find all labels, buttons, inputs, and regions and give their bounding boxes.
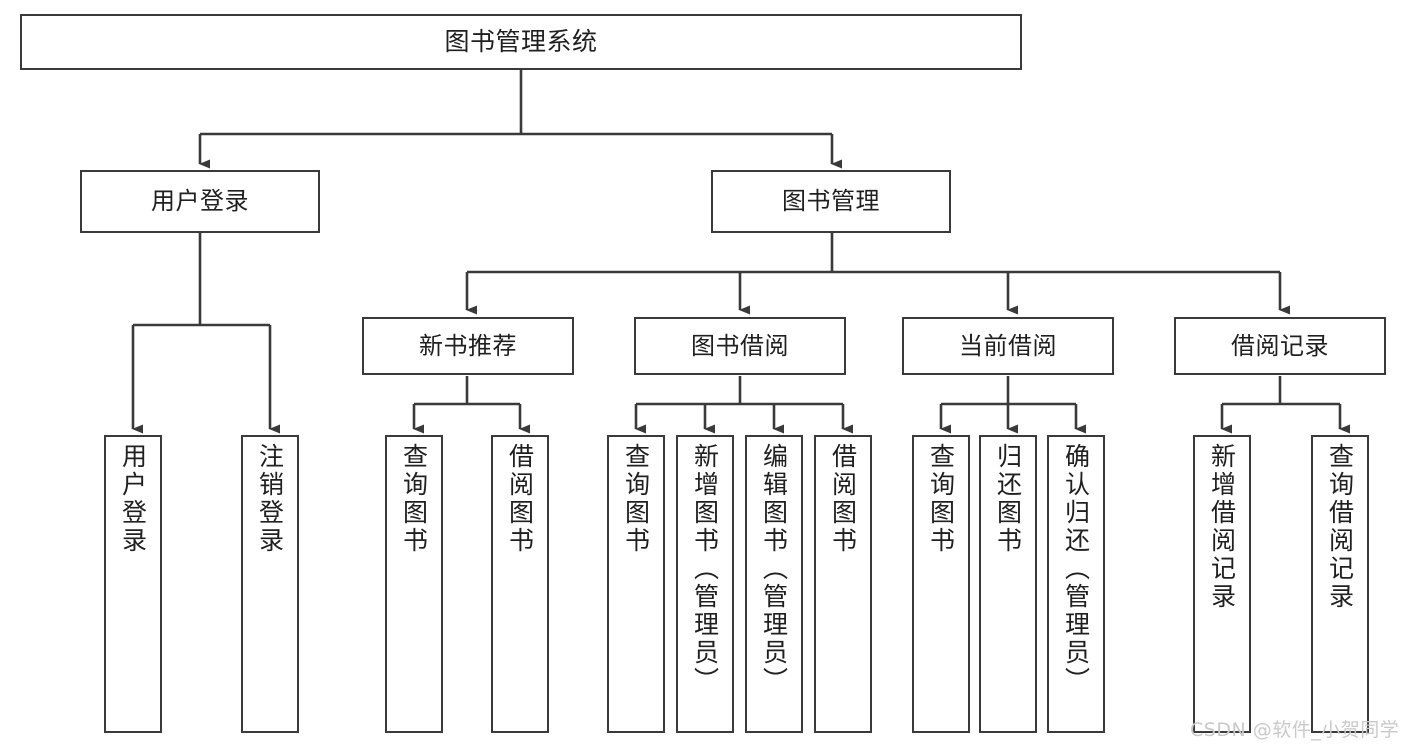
leaf-borrow-book-1[interactable]: 借阅图书 <box>491 435 549 733</box>
leaf-borrow-book-1-label: 借阅图书 <box>505 443 535 555</box>
node-current-borrow-label: 当前借阅 <box>959 331 1057 360</box>
node-current-borrow[interactable]: 当前借阅 <box>902 317 1114 375</box>
leaf-query-borrow-record-label: 查询借阅记录 <box>1325 443 1355 611</box>
node-book-management[interactable]: 图书管理 <box>711 170 951 233</box>
leaf-return-book-label: 归还图书 <box>993 443 1023 555</box>
leaf-confirm-return-admin-label: 确认归还（管理员） <box>1061 443 1091 695</box>
node-book-borrow-label: 图书借阅 <box>691 331 789 360</box>
leaf-edit-book-admin-label: 编辑图书（管理员） <box>759 443 789 695</box>
leaf-logout[interactable]: 注销登录 <box>241 435 299 733</box>
leaf-borrow-book-2-label: 借阅图书 <box>828 443 858 555</box>
leaf-borrow-book-2[interactable]: 借阅图书 <box>814 435 872 733</box>
csdn-watermark: CSDN @软件_小贺同学 <box>1190 719 1400 741</box>
leaf-return-book[interactable]: 归还图书 <box>979 435 1037 733</box>
leaf-confirm-return-admin[interactable]: 确认归还（管理员） <box>1047 435 1105 733</box>
leaf-query-book-1[interactable]: 查询图书 <box>385 435 443 733</box>
leaf-query-book-1-label: 查询图书 <box>399 443 429 555</box>
node-book-borrow[interactable]: 图书借阅 <box>634 317 846 375</box>
leaf-logout-label: 注销登录 <box>255 443 285 555</box>
leaf-add-borrow-record-label: 新增借阅记录 <box>1207 443 1237 611</box>
leaf-query-book-3[interactable]: 查询图书 <box>912 435 970 733</box>
leaf-user-login[interactable]: 用户登录 <box>104 435 162 733</box>
leaf-add-borrow-record[interactable]: 新增借阅记录 <box>1193 435 1251 733</box>
node-user-login-label: 用户登录 <box>151 187 249 216</box>
node-borrow-record-label: 借阅记录 <box>1231 331 1329 360</box>
node-new-book-recommend[interactable]: 新书推荐 <box>362 317 574 375</box>
leaf-query-book-2[interactable]: 查询图书 <box>607 435 665 733</box>
node-new-book-recommend-label: 新书推荐 <box>419 331 517 360</box>
leaf-add-book-admin-label: 新增图书（管理员） <box>690 443 720 695</box>
node-book-management-label: 图书管理 <box>782 187 880 216</box>
leaf-query-book-2-label: 查询图书 <box>621 443 651 555</box>
leaf-query-book-3-label: 查询图书 <box>926 443 956 555</box>
leaf-query-borrow-record[interactable]: 查询借阅记录 <box>1311 435 1369 733</box>
leaf-user-login-label: 用户登录 <box>118 443 148 555</box>
node-root-system-label: 图书管理系统 <box>444 27 598 57</box>
node-user-login[interactable]: 用户登录 <box>80 170 320 233</box>
node-root-system[interactable]: 图书管理系统 <box>20 14 1022 70</box>
leaf-add-book-admin[interactable]: 新增图书（管理员） <box>676 435 734 733</box>
leaf-edit-book-admin[interactable]: 编辑图书（管理员） <box>745 435 803 733</box>
node-borrow-record[interactable]: 借阅记录 <box>1174 317 1386 375</box>
